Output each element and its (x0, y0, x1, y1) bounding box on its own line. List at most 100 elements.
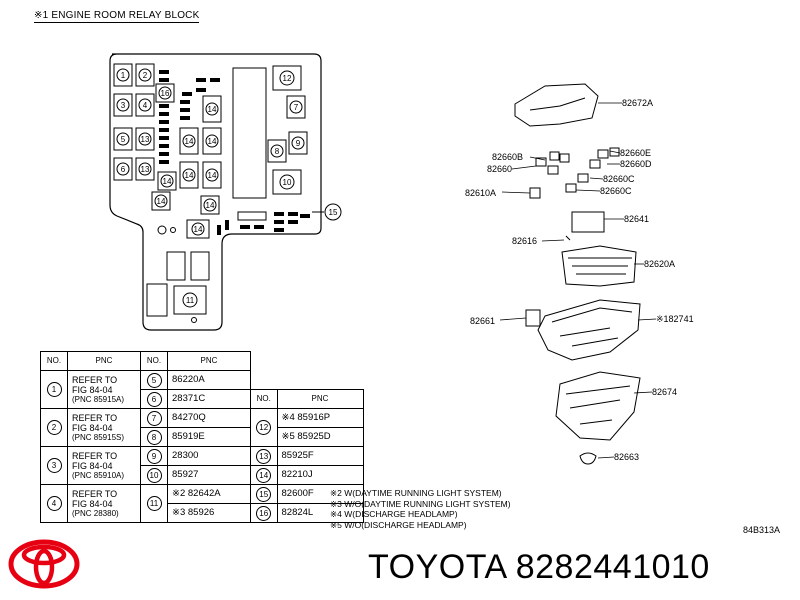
box-82741 (537, 299, 641, 361)
cell-label: 14 (185, 137, 194, 146)
row-number: 4 (46, 496, 62, 511)
part-number: 8282441010 (515, 548, 710, 586)
part-label: 82660D (620, 159, 652, 169)
pnc-value: ※5 85925D (276, 427, 364, 447)
row-number: 12 (256, 420, 272, 435)
lower-case-82674 (555, 371, 641, 441)
pnc-value: 85927 (167, 465, 251, 485)
pnc-value: 86220A (167, 370, 251, 390)
cell-label: 8 (275, 147, 280, 156)
cell-label: 15 (329, 208, 338, 217)
footnote: ※2 W(DAYTIME RUNNING LIGHT SYSTEM) (330, 488, 502, 498)
cell-label: 1 (121, 71, 126, 80)
header-pnc: PNC (67, 351, 141, 371)
pnc-value: 82824L (276, 503, 364, 523)
part-label: 82660C (600, 186, 632, 196)
header-pnc: PNC (167, 351, 251, 371)
row-number: 9 (146, 448, 162, 464)
cell-label: 13 (141, 135, 150, 144)
relay-82641 (571, 211, 605, 233)
cell-label: 14 (194, 225, 203, 234)
footnotes: ※2 W(DAYTIME RUNNING LIGHT SYSTEM) ※3 W/… (330, 488, 511, 530)
header-pnc: PNC (276, 389, 364, 409)
row-number: 5 (146, 372, 162, 388)
row-number: 8 (146, 429, 162, 445)
pnc-value: 85925F (276, 446, 364, 466)
cell-label: 12 (283, 74, 292, 83)
footnote: ※5 W/O(DISCHARGE HEADLAMP) (330, 519, 467, 530)
part-number-banner: TOYOTA 8282441010 (368, 548, 710, 587)
cell-label: 2 (143, 71, 148, 80)
cover-82672A (514, 83, 599, 127)
part-label: 82641 (624, 214, 649, 224)
row-number: 2 (46, 420, 62, 435)
footnote: ※3 W/O(DAYTIME RUNNING LIGHT SYSTEM) (330, 498, 511, 509)
part-label: 82672A (622, 98, 653, 108)
part-label: 82661 (470, 316, 495, 326)
cell-label: 5 (121, 135, 126, 144)
block-82620A (561, 245, 637, 287)
part-label: 82616 (512, 236, 537, 246)
row-number: 15 (256, 486, 272, 502)
cell-label: 14 (185, 171, 194, 180)
cell-label: 14 (208, 105, 217, 114)
brand-name: TOYOTA (368, 548, 506, 586)
cell-label: 14 (208, 137, 217, 146)
clip-82663 (579, 452, 597, 465)
cell-label: 6 (121, 165, 126, 174)
row-number: 6 (146, 391, 162, 407)
pnc-value: 85919E (167, 427, 251, 447)
header-no: NO. (140, 351, 168, 371)
figure-code: 84B313A (743, 525, 781, 535)
pnc-value: 84270Q (167, 408, 251, 428)
main-fuse-slot (232, 67, 267, 199)
pnc-value: 82210J (276, 465, 364, 485)
cell-label: 14 (206, 201, 215, 210)
part-label: 82660B (492, 152, 523, 162)
pnc-value: ※2 82642A (167, 484, 251, 504)
part-label: 82663 (614, 452, 639, 462)
cell-label: 14 (208, 171, 217, 180)
cell-label: 10 (283, 178, 292, 187)
row-number: 10 (146, 467, 162, 483)
part-label: 82610A (465, 188, 496, 198)
relay-block-outline (109, 53, 322, 331)
part-label: 82620A (644, 259, 675, 269)
pnc-value: ※4 85916P (276, 408, 364, 428)
header-no: NO. (40, 351, 68, 371)
pnc-value: ※3 85926 (167, 503, 251, 523)
pnc-value: 28300 (167, 446, 251, 466)
part-label: ※182741 (656, 314, 694, 324)
cell-label: 3 (121, 101, 126, 110)
toyota-logo-icon (8, 539, 80, 589)
part-label: 82674 (652, 387, 677, 397)
row-number: 3 (46, 458, 62, 473)
diagram-title: ※1 ENGINE ROOM RELAY BLOCK (34, 10, 200, 23)
row-number: 11 (146, 496, 162, 511)
cell-label: 11 (186, 296, 195, 305)
row-number: 1 (46, 382, 62, 397)
header-no: NO. (250, 389, 278, 409)
footnote: ※4 W(DISCHARGE HEADLAMP) (330, 509, 458, 519)
cell-label: 13 (141, 165, 150, 174)
cell-label: 16 (161, 89, 170, 98)
cell-label: 9 (296, 139, 301, 148)
row-number: 14 (256, 467, 272, 483)
cell-label: 14 (157, 197, 166, 206)
row-number: 7 (146, 410, 162, 426)
row-number: 13 (256, 448, 272, 464)
part-label: 82660E (620, 148, 651, 158)
cell-label: 4 (143, 101, 148, 110)
cell-label: 7 (294, 103, 299, 112)
pnc-value: 28371C (167, 389, 251, 409)
row-number: 16 (256, 505, 272, 521)
cell-label: 14 (163, 177, 172, 186)
part-label: 82660C (603, 174, 635, 184)
part-label: 82660 (487, 164, 512, 174)
